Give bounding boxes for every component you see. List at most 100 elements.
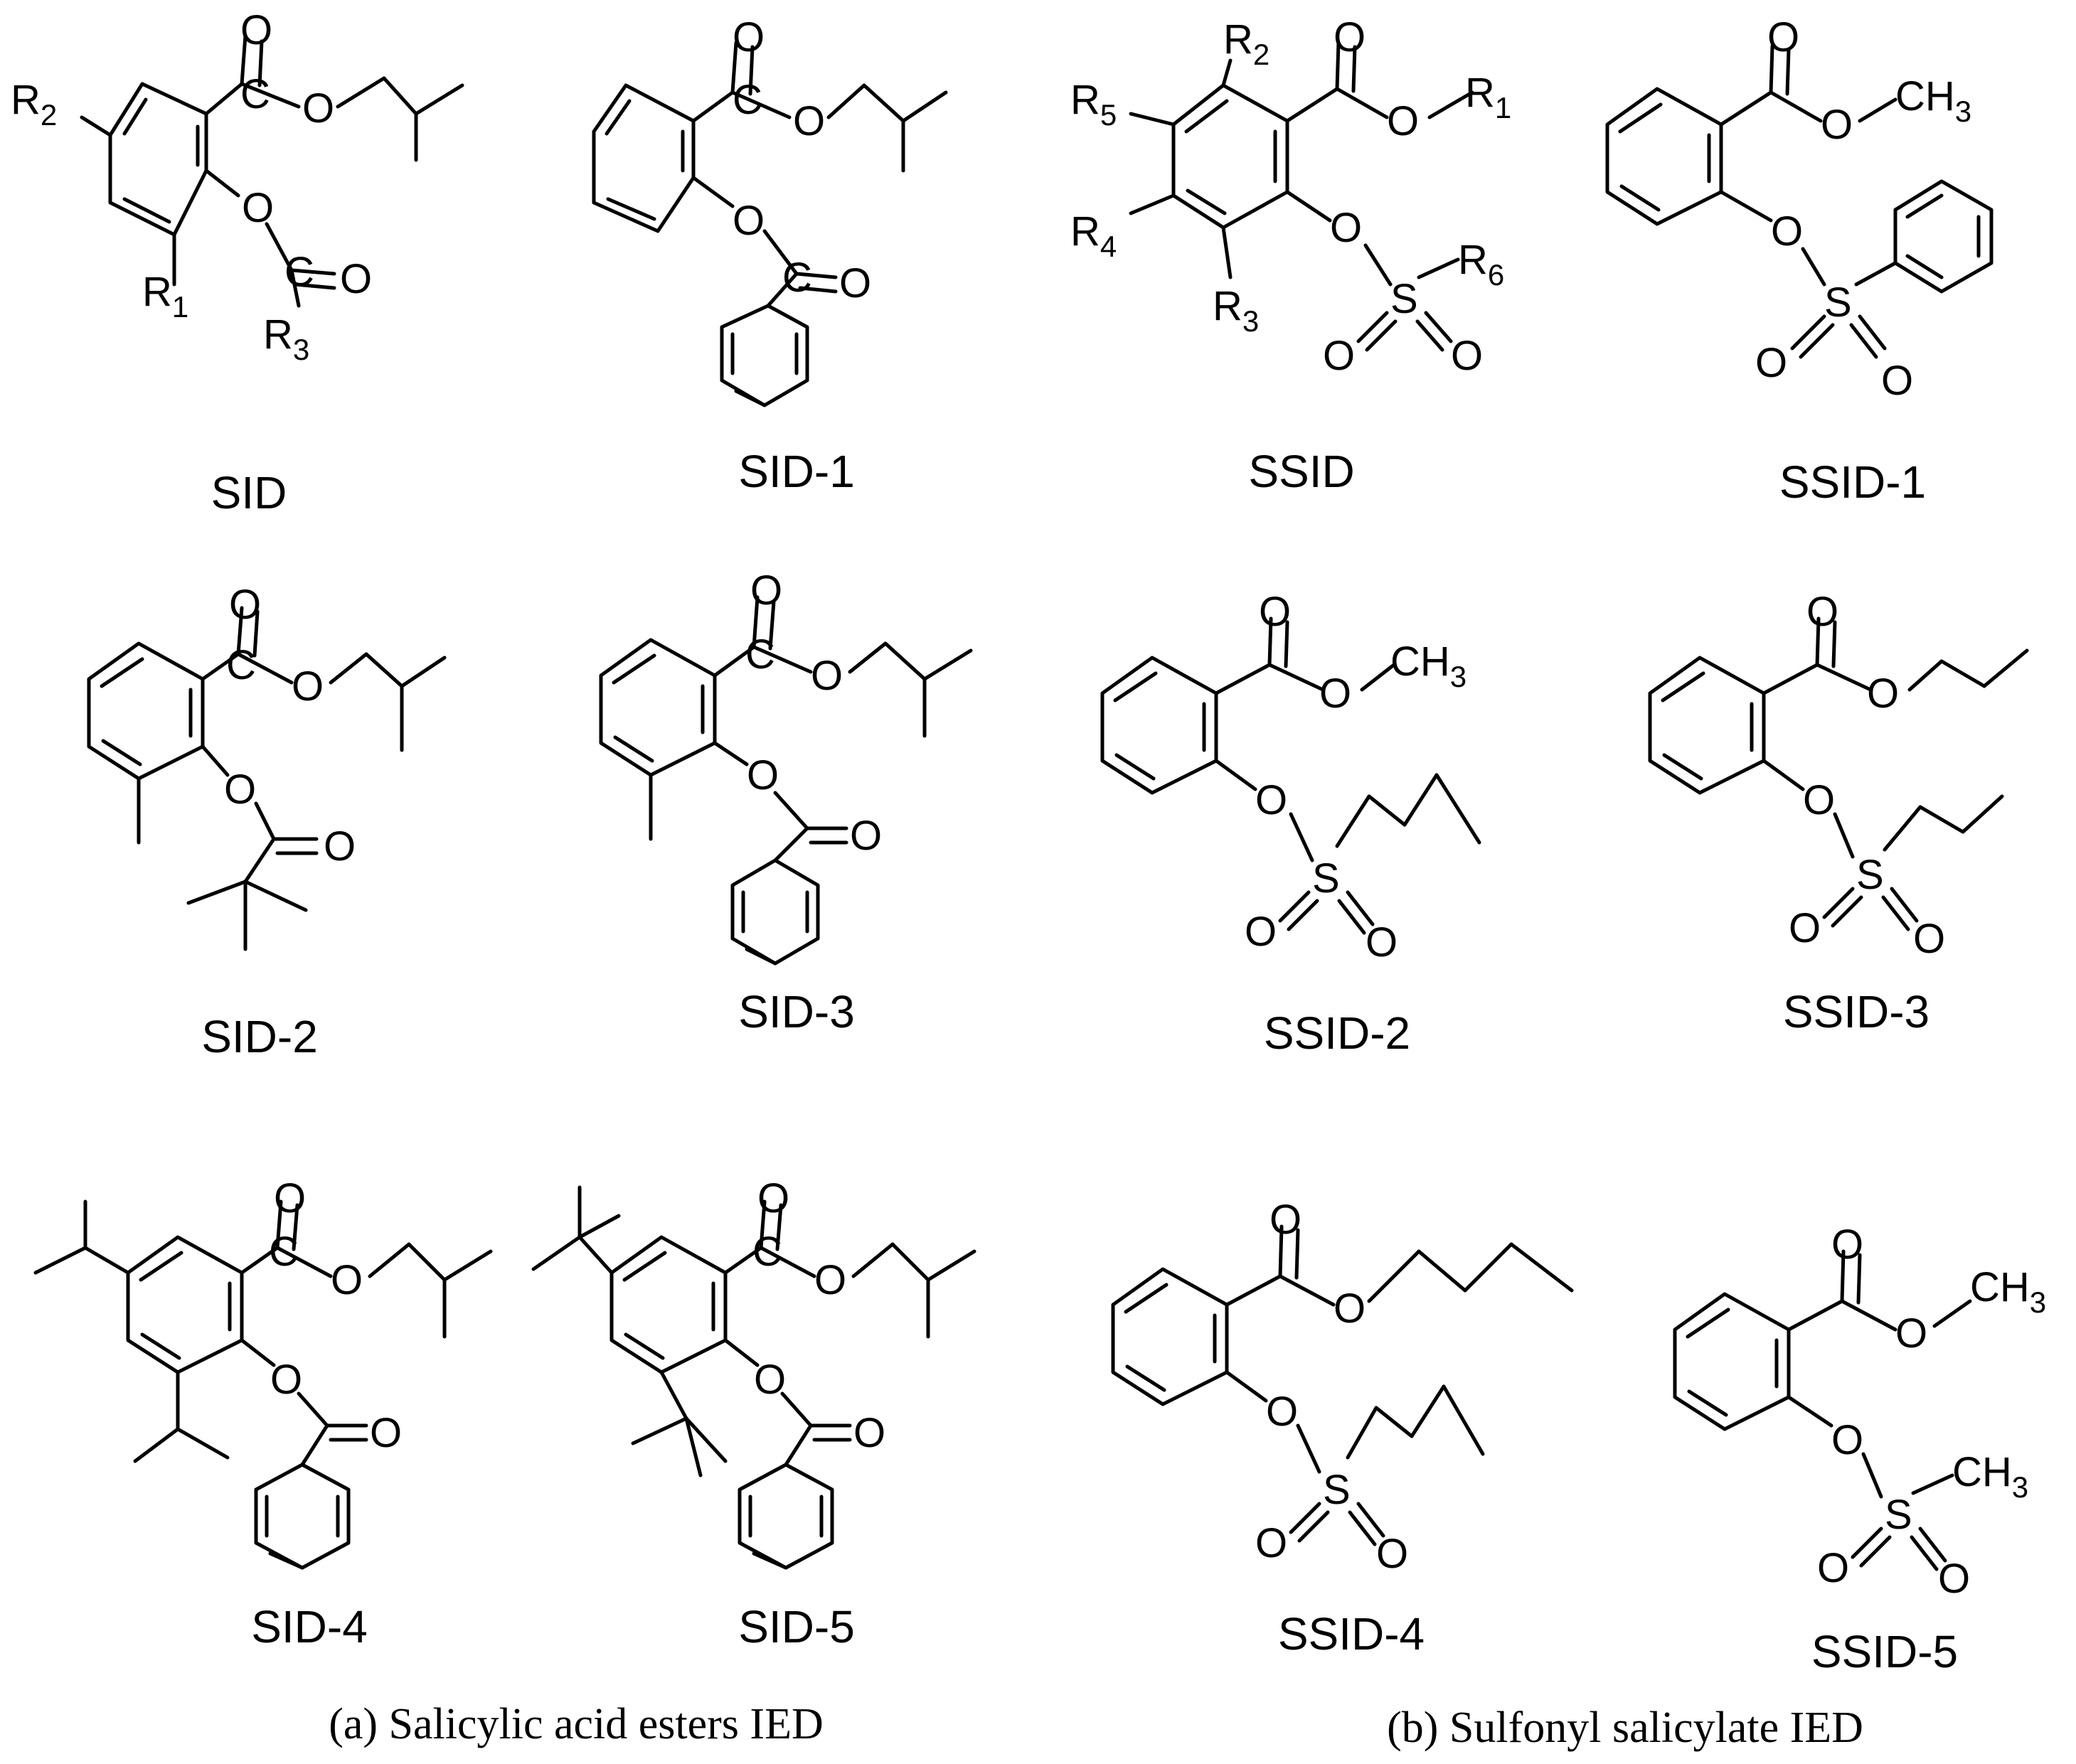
- compound-label: SSID-5: [1811, 1626, 1958, 1677]
- structure-SID-5: O C O O O: [531, 1175, 976, 1570]
- structure-SID-4: O C O O O: [33, 1175, 493, 1570]
- ester-c-label: C: [733, 77, 762, 123]
- structure-SID-2: O C O O O: [87, 582, 447, 951]
- acyl-o2-label: O: [839, 260, 871, 306]
- carbonyl-o-label: O: [1831, 1222, 1863, 1268]
- r4-label: R4: [1070, 208, 1117, 263]
- ester-o-label: O: [811, 653, 843, 699]
- acyl-o2-label: O: [370, 1410, 402, 1456]
- acyl-o-label: O: [224, 766, 256, 813]
- sulfonate-o-label: O: [1803, 777, 1835, 823]
- sulfonyl-o2-label: O: [1881, 358, 1913, 404]
- ester-o-label: O: [1387, 98, 1419, 144]
- compound-label: SSID-4: [1278, 1608, 1425, 1659]
- ester-o-label: O: [331, 1257, 363, 1303]
- acyl-o-label: O: [242, 185, 274, 231]
- acyl-o-label: O: [270, 1357, 302, 1403]
- structure-SSID-1: O O CH3 O S O O: [1605, 14, 1994, 404]
- sulfur-label: S: [1390, 276, 1418, 322]
- sulfonyl-o1-label: O: [1255, 1520, 1287, 1566]
- methyl-label: CH3: [1390, 638, 1466, 693]
- r3-label: R3: [263, 311, 309, 366]
- ester-o-label: O: [302, 85, 334, 132]
- sulfonyl-o2-label: O: [1913, 916, 1945, 962]
- acyl-o2-label: O: [850, 813, 882, 859]
- methyl-label: CH3: [1895, 73, 1971, 128]
- sulfur-label: S: [1323, 1467, 1351, 1513]
- acyl-o-label: O: [733, 198, 765, 244]
- carbonyl-o-label: O: [1334, 14, 1366, 60]
- r3-label: R3: [1213, 283, 1259, 338]
- structure-SSID-5: O O CH3 O S CH3 O O: [1673, 1222, 2046, 1602]
- sulfonyl-o2-label: O: [1938, 1556, 1970, 1602]
- structure-SID: R2 O C O O C O R1 R3: [11, 7, 464, 366]
- structure-SSID-4: O O O S O O: [1111, 1197, 1574, 1577]
- structure-SSID-2: O O CH3 O S O O: [1100, 589, 1481, 966]
- carbonyl-o-label: O: [750, 567, 782, 614]
- sulfonyl-o1-label: O: [1817, 1545, 1849, 1591]
- compound-label: SID: [211, 467, 287, 518]
- acyl-o-label: O: [754, 1357, 786, 1403]
- carbonyl-o-label: O: [1269, 1197, 1302, 1243]
- compound-label: SSID-2: [1264, 1007, 1410, 1059]
- ester-c-label: C: [269, 1229, 299, 1275]
- carbonyl-o-label: O: [1767, 14, 1799, 60]
- sulfonyl-o1-label: O: [1789, 905, 1821, 951]
- sulfonyl-o1-label: O: [1245, 909, 1277, 955]
- ester-c-label: C: [240, 71, 270, 117]
- sulfonyl-o2-label: O: [1451, 333, 1483, 379]
- ester-o-label: O: [292, 663, 324, 710]
- sulfonyl-o1-label: O: [1755, 340, 1787, 386]
- sulfonyl-o2-label: O: [1376, 1531, 1408, 1577]
- carbonyl-o-label: O: [274, 1175, 306, 1222]
- carbonyl-o-label: O: [733, 14, 765, 60]
- acyl-o-label: O: [747, 752, 779, 798]
- carbonyl-o-label: O: [1259, 589, 1291, 635]
- compound-label: SID-1: [738, 446, 855, 497]
- sulfonyl-o1-label: O: [1323, 333, 1355, 379]
- sulfur-label: S: [1312, 855, 1340, 902]
- acyl-o2-label: O: [324, 823, 356, 870]
- ester-c-label: C: [752, 1229, 782, 1275]
- methyl-label-2: CH3: [1952, 1449, 2028, 1504]
- sulfur-label: S: [1824, 279, 1852, 326]
- sulfonate-o-label: O: [1266, 1389, 1298, 1435]
- compound-label: SID-3: [738, 986, 855, 1037]
- acyl-o2-label: O: [853, 1410, 885, 1456]
- sulfonate-o-label: O: [1255, 777, 1287, 823]
- structure-SSID: R2 R5 R4 R3 O O R1 O S R6 O O: [1070, 14, 1511, 379]
- sulfonate-o-label: O: [1330, 205, 1362, 251]
- acyl-c-label: C: [782, 255, 812, 301]
- compound-label: SSID: [1248, 446, 1354, 497]
- ester-o-label: O: [1334, 1285, 1366, 1332]
- methyl-label: CH3: [1970, 1264, 2046, 1319]
- carbonyl-o-label: O: [229, 582, 261, 628]
- acyl-o2-label: O: [340, 256, 372, 302]
- carbonyl-o-label: O: [240, 7, 272, 53]
- compound-label: SID-2: [201, 1011, 318, 1062]
- compound-label: SID-5: [738, 1601, 855, 1652]
- r1-label: R1: [142, 269, 188, 324]
- ester-o-label: O: [1867, 670, 1899, 717]
- ester-o-label: O: [793, 98, 825, 144]
- carbonyl-o-label: O: [1806, 589, 1838, 635]
- compound-label: SID-4: [251, 1601, 368, 1652]
- ester-o-label: O: [1821, 102, 1853, 148]
- ester-c-label: C: [226, 642, 256, 688]
- acyl-c-label: C: [284, 249, 314, 295]
- r2-label: R2: [11, 77, 57, 132]
- ester-o-label: O: [1895, 1310, 1927, 1357]
- caption-b: (b) Sulfonyl salicylate IED: [1387, 1704, 1863, 1752]
- sulfur-label: S: [1885, 1492, 1912, 1538]
- r1-label: R1: [1465, 70, 1511, 124]
- r5-label: R5: [1070, 77, 1117, 132]
- structure-SID-1: O C O O C O: [592, 14, 948, 407]
- compound-label: SSID-1: [1779, 456, 1926, 508]
- sulfur-label: S: [1856, 852, 1884, 898]
- structure-SID-3: O C O O O: [599, 567, 973, 966]
- ester-c-label: C: [745, 631, 775, 678]
- r2-label: R2: [1223, 16, 1269, 71]
- sulfonate-o-label: O: [1831, 1417, 1863, 1463]
